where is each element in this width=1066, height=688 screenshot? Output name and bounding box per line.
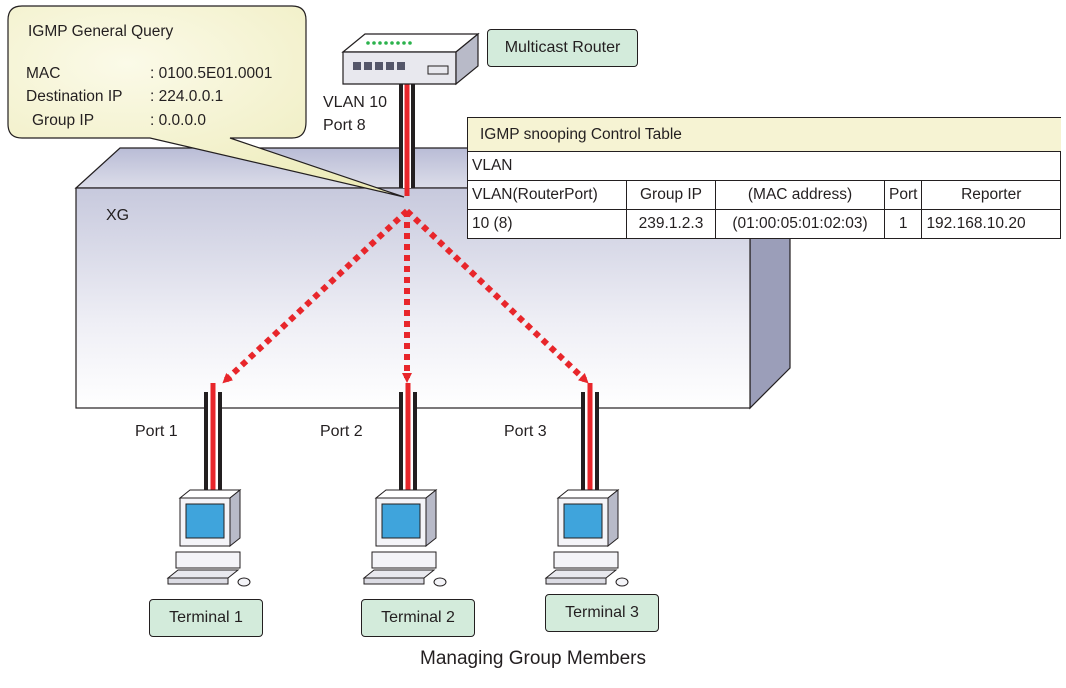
table-cell: 192.168.10.20 <box>921 209 1061 239</box>
callout-dest-label: Destination IP <box>26 88 123 105</box>
router-port-label: Port 8 <box>323 117 366 134</box>
table-row: 10 (8) 239.1.2.3 (01:00:05:01:02:03) 1 1… <box>467 209 1061 239</box>
switch-label: XG <box>106 207 130 224</box>
callout-group-label: Group IP <box>32 112 95 129</box>
arrow-to-port3 <box>404 208 589 384</box>
terminal-1-computer-icon <box>166 488 251 587</box>
port-2-label: Port 2 <box>320 423 363 440</box>
callout-dest-value: : 224.0.0.1 <box>150 88 224 105</box>
port-1-label: Port 1 <box>135 423 178 440</box>
table-vlan-row: VLAN <box>467 151 1061 181</box>
table-header-cell: Reporter <box>921 180 1061 210</box>
terminal-2-label: Terminal 2 <box>361 599 475 637</box>
arrow-to-port1 <box>222 208 410 384</box>
table-cell: 1 <box>883 209 923 239</box>
table-cell: (01:00:05:01:02:03) <box>715 209 885 239</box>
table-title: IGMP snooping Control Table <box>467 117 1061 152</box>
table-header-cell: VLAN(RouterPort) <box>467 180 627 210</box>
igmp-control-table: IGMP snooping Control Table VLAN VLAN(Ro… <box>467 117 1061 239</box>
table-header-row: VLAN(RouterPort) Group IP (MAC address) … <box>467 180 1061 210</box>
callout-group-value: : 0.0.0.0 <box>150 112 207 129</box>
table-header-cell: (MAC address) <box>715 180 885 210</box>
table-cell: 239.1.2.3 <box>626 209 716 239</box>
callout-mac-value: : 0100.5E01.0001 <box>150 65 273 82</box>
table-header-cell: Port <box>883 180 923 210</box>
table-header-cell: Group IP <box>626 180 716 210</box>
flood-arrows <box>222 208 589 384</box>
callout-mac-label: MAC <box>26 65 61 82</box>
uplink-cable <box>399 76 415 196</box>
router-vlan-label: VLAN 10 <box>323 94 388 111</box>
terminal-3-computer-icon <box>544 488 629 587</box>
figure-caption: Managing Group Members <box>420 648 646 669</box>
callout-title: IGMP General Query <box>28 23 174 40</box>
callout-bubble <box>7 5 405 198</box>
router-icon <box>341 32 480 86</box>
router-label: Multicast Router <box>487 29 638 67</box>
table-cell: 10 (8) <box>467 209 627 239</box>
terminal-2-computer-icon <box>362 488 447 587</box>
terminal-3-label: Terminal 3 <box>545 594 659 632</box>
port-3-label: Port 3 <box>504 423 547 440</box>
terminal-1-label: Terminal 1 <box>149 599 263 637</box>
